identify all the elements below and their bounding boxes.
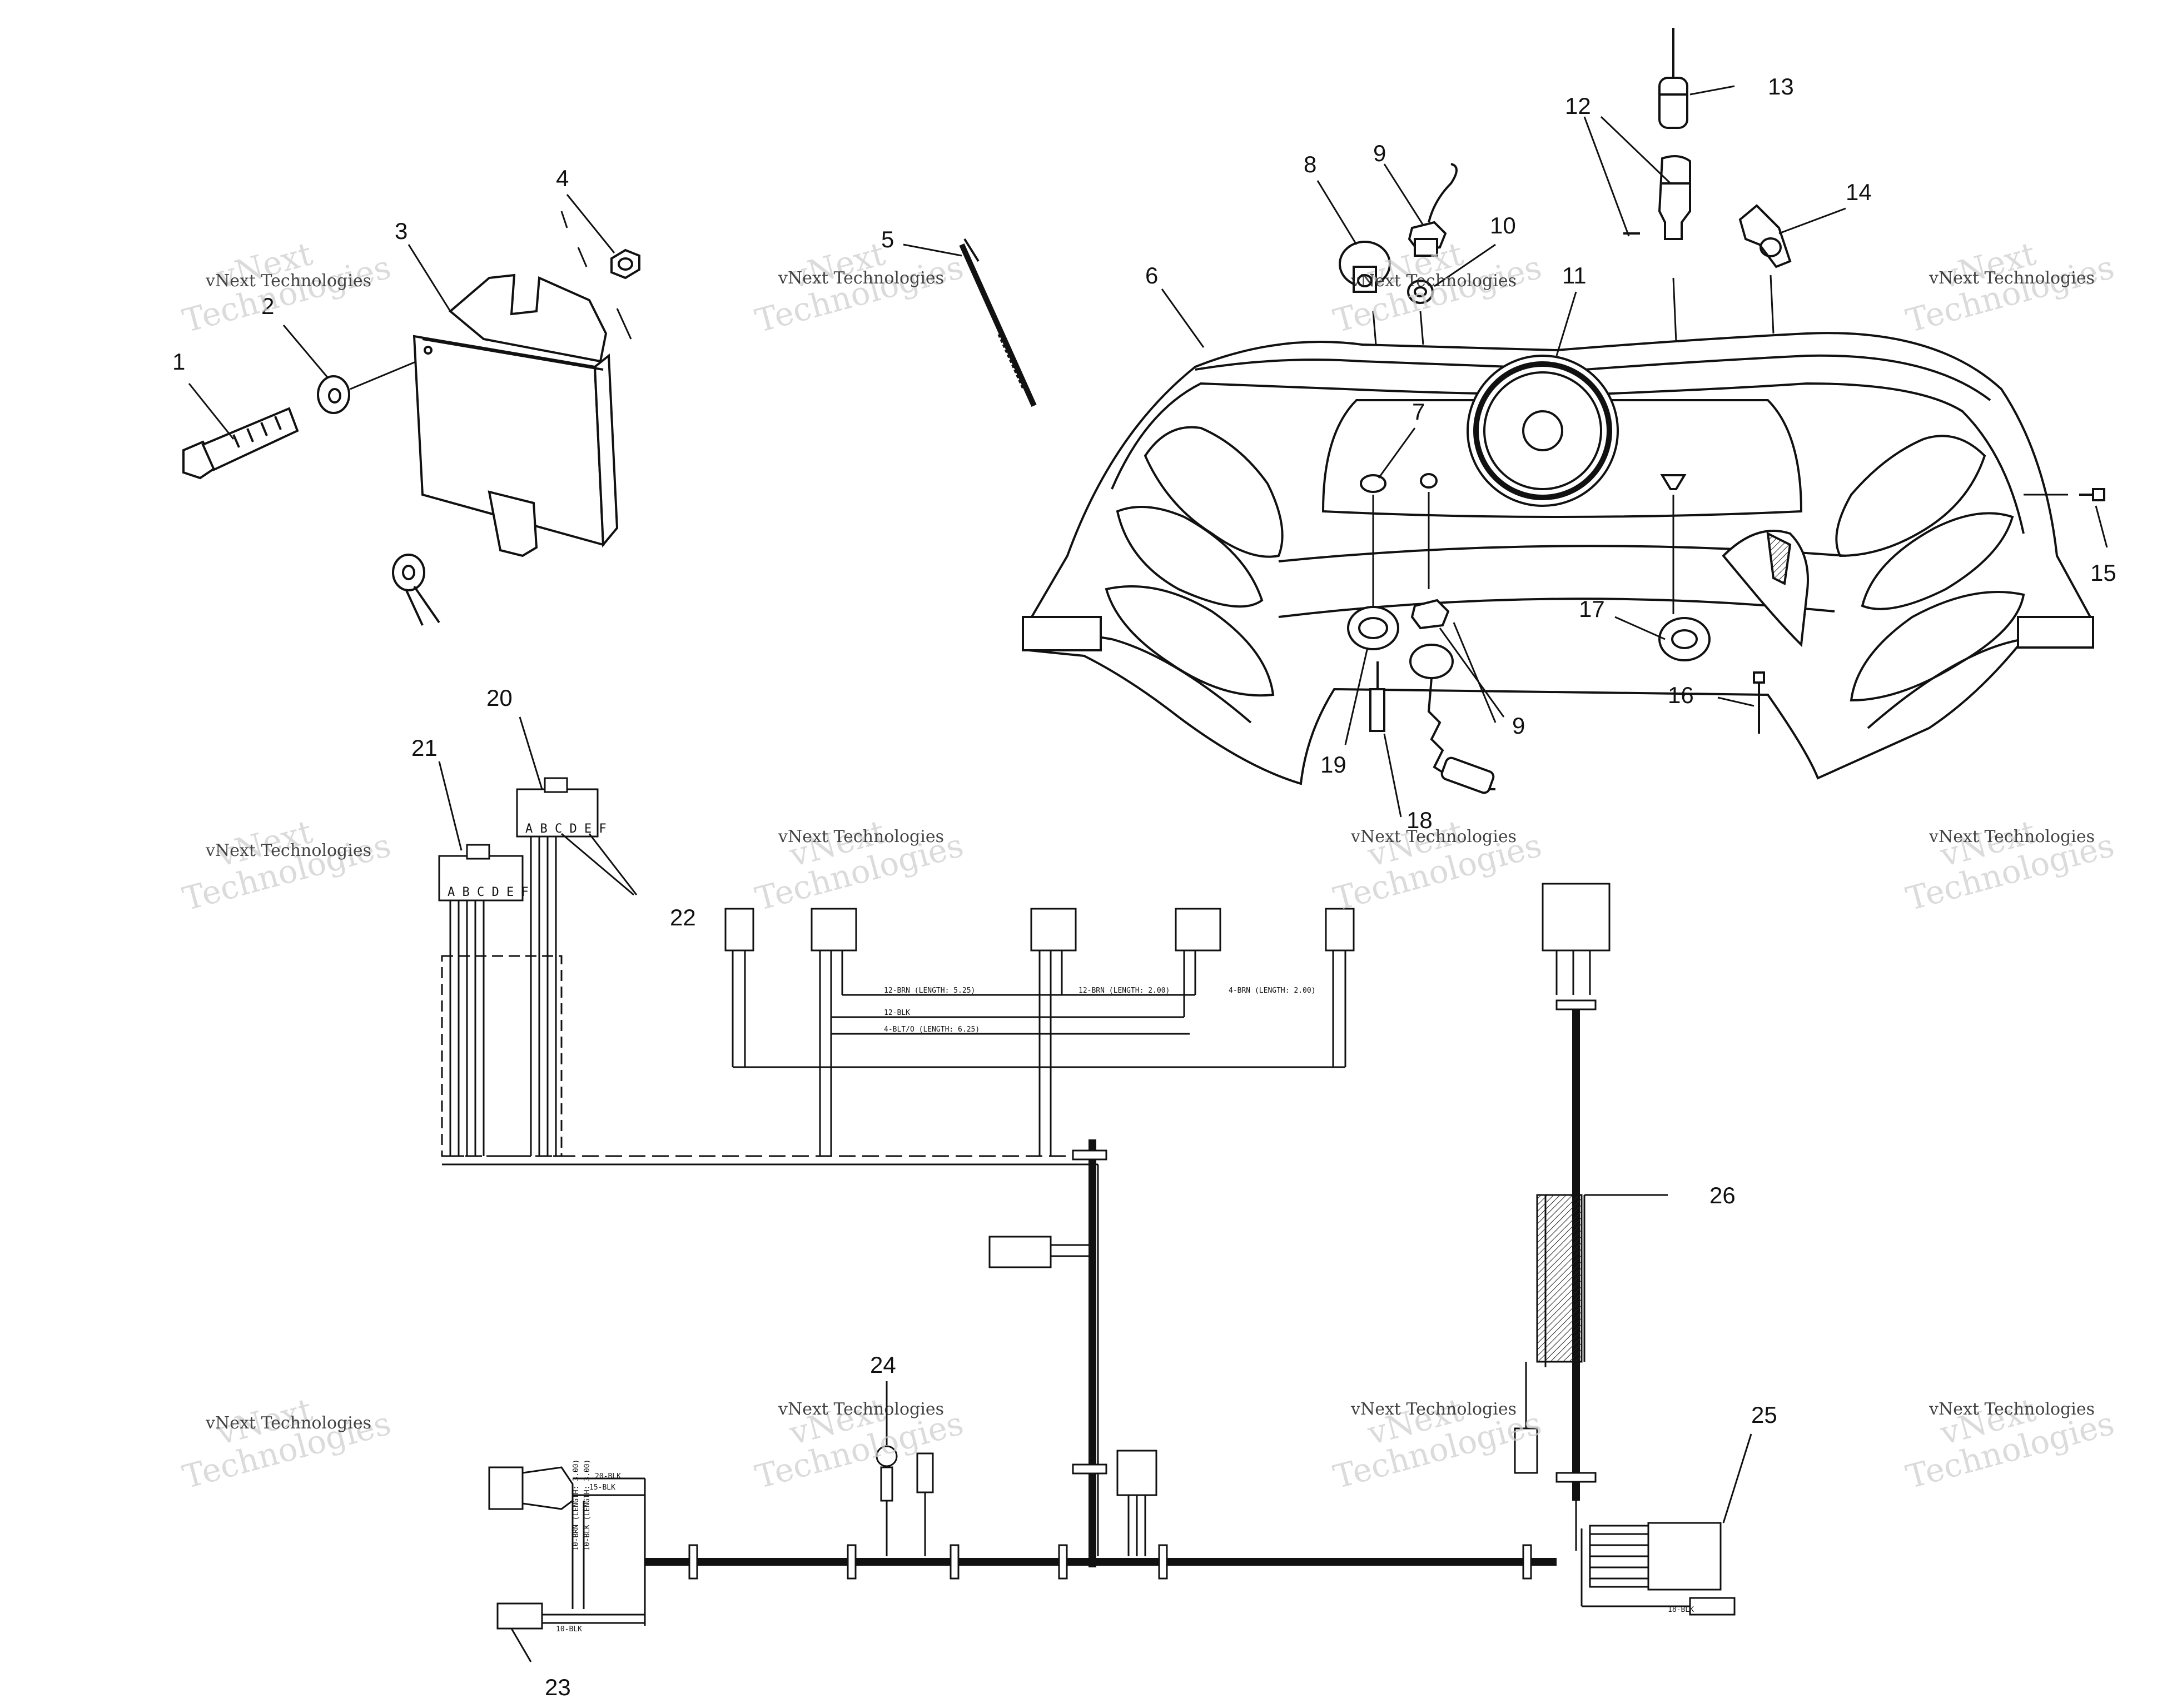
callout-15: 15 (2090, 560, 2116, 586)
watermark-4-text: vNext Technologies (1929, 268, 2095, 288)
wire-label-w4: 12-BRN (LENGTH: 2.00) (1078, 987, 1170, 995)
screw-16-part (1753, 671, 1765, 734)
harness-26-part (1514, 883, 1611, 1551)
callout-10: 10 (1490, 212, 1516, 238)
dashboard-console-part (1022, 332, 2094, 785)
watermark-11-text: vNext Technologies (1350, 1400, 1517, 1419)
callout-2: 2 (261, 293, 274, 319)
watermark-9: vNext Technologies (179, 1391, 395, 1496)
ground-terminal-part (392, 554, 440, 626)
watermark-12-text: vNext Technologies (1929, 1400, 2095, 1419)
watermark-7: vNext Technologies (1330, 813, 1545, 918)
callout-6: 6 (1145, 262, 1158, 288)
callout-12: 12 (1565, 93, 1591, 119)
washer-10-part (1407, 280, 1434, 304)
cdi-box-part (412, 273, 619, 557)
watermark-8: vNext Technologies (1902, 813, 2118, 918)
watermark-12: vNext Technologies (1902, 1391, 2118, 1496)
callout-1: 1 (172, 348, 185, 375)
tether-pin-part (1369, 661, 1402, 818)
callout-leaders (188, 85, 2108, 1662)
callout-22: 22 (670, 904, 696, 930)
wire-label-w7: 10-BRN (LENGTH: 3.00) (572, 1460, 580, 1551)
callout-21: 21 (411, 735, 438, 761)
wire-label-w8: 10-BLK (LENGTH: 3.00) (583, 1460, 592, 1551)
switch-lower-part (1409, 599, 1496, 794)
cable-tie-part (959, 238, 1037, 407)
wire-label-w3: 4-BLT/O (LENGTH: 6.25) (884, 1025, 980, 1034)
watermark-7-text: vNext Technologies (1350, 827, 1517, 846)
callout-19: 19 (1320, 751, 1346, 778)
callout-numbers: 1 2 3 4 5 6 7 8 9 9 10 11 12 13 14 15 16… (172, 73, 2116, 1700)
callout-9-top: 9 (1373, 140, 1386, 166)
watermark-5-text: vNext Technologies (205, 841, 371, 860)
wire-label-w2: 12-BLK (884, 1009, 910, 1017)
wire-label-w5: 4-BRN (LENGTH: 2.00) (1229, 987, 1316, 995)
watermark-10-text: vNext Technologies (778, 1400, 944, 1419)
callout-14: 14 (1846, 179, 1872, 205)
bracket-part (1738, 204, 1792, 268)
callout-18: 18 (1406, 807, 1433, 833)
screw-15-part (2079, 488, 2105, 501)
callout-3: 3 (395, 218, 407, 244)
switch-nut-top-part (1408, 163, 1458, 257)
bolt-part (182, 407, 299, 480)
callout-24: 24 (870, 1352, 896, 1378)
wire-label-w6: 15-BLK (589, 1483, 615, 1492)
fuse-holder-part (1623, 155, 1691, 240)
watermark-1-text: vNext Technologies (205, 271, 371, 291)
watermark-3-text: vNext Technologies (1350, 271, 1517, 291)
connectors-22-row (724, 908, 1355, 1156)
callout-8: 8 (1304, 151, 1316, 177)
ring-terminal-24-part (876, 1445, 934, 1556)
callout-20: 20 (486, 685, 513, 711)
callout-23: 23 (545, 1674, 571, 1700)
callout-9-bottom: 9 (1512, 713, 1525, 739)
callout-11: 11 (1562, 262, 1587, 288)
cdi-box-assembly (182, 211, 640, 626)
watermark-9-text: vNext Technologies (205, 1413, 371, 1433)
callout-17: 17 (1579, 596, 1605, 622)
nut-17-part (1658, 617, 1711, 661)
bulb-part (1658, 28, 1688, 129)
connector-21-letters: A B C D E F (448, 885, 529, 899)
watermark-8-text: vNext Technologies (1929, 827, 2095, 846)
wire-label-w1: 12-BRN (LENGTH: 5.25) (884, 987, 975, 995)
callout-7: 7 (1412, 399, 1425, 425)
wire-label-w11: 10-BLK (556, 1625, 582, 1634)
wire-labels: 12-BRN (LENGTH: 5.25) 12-BLK 4-BLT/O (LE… (448, 822, 1694, 1634)
watermark-6-text: vNext Technologies (778, 827, 944, 846)
connector-20-part (516, 777, 599, 1156)
callout-16: 16 (1668, 682, 1694, 708)
watermark-11: vNext Technologies (1330, 1391, 1545, 1496)
watermark-6: vNext Technologies (752, 813, 967, 918)
nut-part (610, 248, 640, 280)
connectors-23-part (488, 1466, 646, 1630)
wire-label-w9: 18-BLK (1668, 1606, 1694, 1614)
connector-25-part (1580, 1522, 1736, 1616)
wire-label-w10: 20-BLK (595, 1472, 621, 1481)
connector-21-part (438, 844, 524, 1156)
knob-part (1339, 241, 1391, 293)
callout-5: 5 (881, 226, 894, 252)
callout-4: 4 (556, 165, 569, 191)
connector-20-letters: A B C D E F (525, 822, 607, 836)
callout-13: 13 (1768, 73, 1794, 99)
console-small-parts (1339, 28, 2105, 818)
watermark-2-text: vNext Technologies (778, 268, 944, 288)
grommet-19-part (1347, 606, 1399, 650)
wiring-harness (438, 777, 1736, 1630)
washer-part (317, 375, 350, 414)
callout-26: 26 (1709, 1182, 1736, 1208)
callout-25: 25 (1751, 1402, 1777, 1428)
